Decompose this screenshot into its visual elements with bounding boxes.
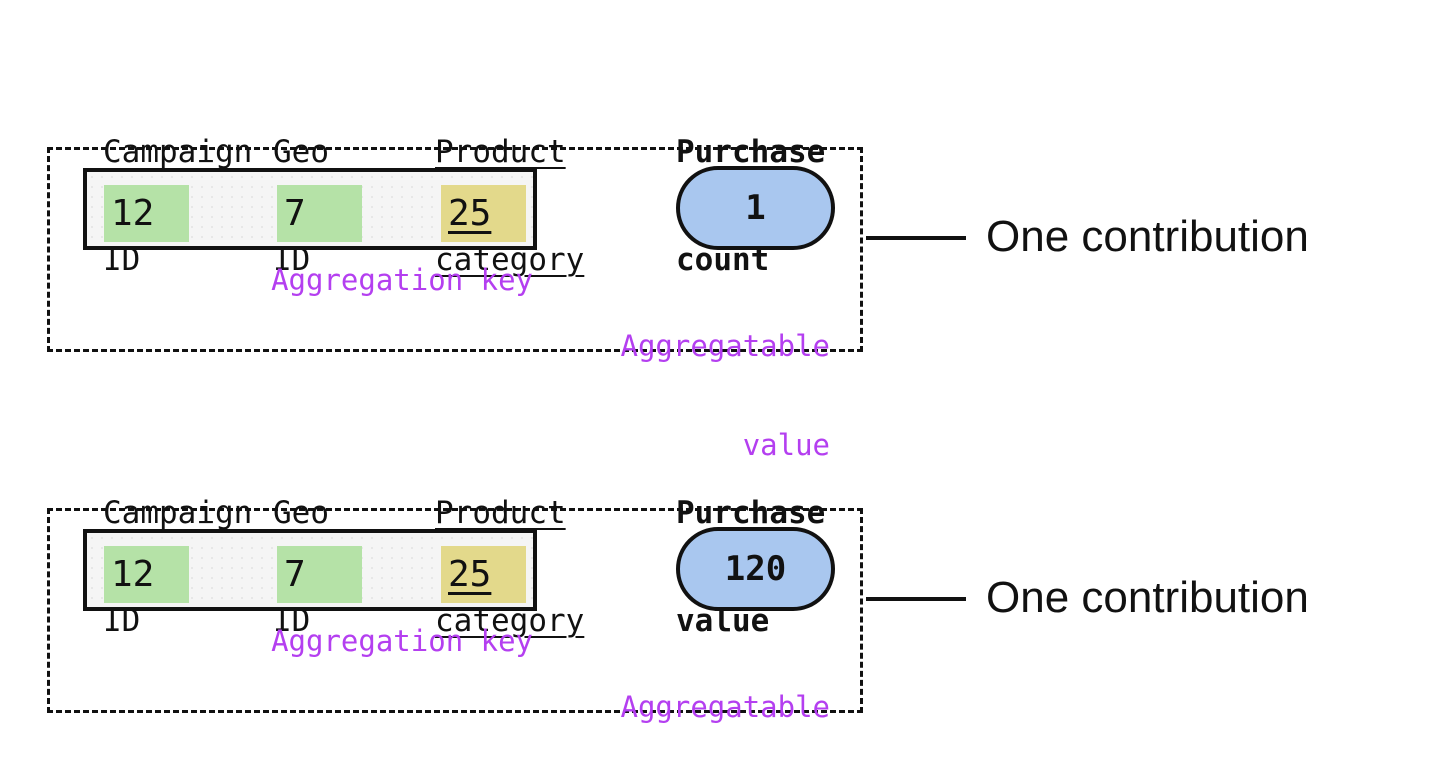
callout-connector-line: [866, 597, 966, 601]
aggregation-key-label: Aggregation key: [271, 263, 533, 297]
aggregatable-value-label: Aggregatable value: [616, 264, 830, 528]
header-line: Product: [435, 134, 566, 170]
header-line: Campaign: [103, 495, 253, 531]
key-cell-value: 25: [448, 554, 492, 595]
aggregation-key-row: 12 7 25: [83, 168, 537, 250]
header-line: Purchase: [676, 134, 826, 170]
aggregatable-value-pill: 1: [676, 166, 835, 250]
key-cell-value: 12: [111, 193, 155, 234]
contribution-section-purchase-count: Campaign ID Geo ID Product category Purc…: [0, 0, 1442, 462]
label-line: Aggregatable: [620, 329, 830, 363]
aggregatable-value-label: Aggregatable value: [616, 625, 830, 760]
key-cell-value: 7: [284, 554, 306, 595]
column-header-geo-id: Geo ID: [273, 423, 385, 711]
key-cell-campaign-id: 12: [104, 185, 189, 242]
header-line: Purchase: [676, 495, 826, 531]
aggregation-key-label: Aggregation key: [271, 624, 533, 658]
contribution-boundary: [47, 147, 863, 352]
aggregatable-value: 1: [745, 188, 766, 228]
key-cell-campaign-id: 12: [104, 546, 189, 603]
contribution-boundary: [47, 508, 863, 713]
key-cell-value: 7: [284, 193, 306, 234]
callout-one-contribution: One contribution: [986, 573, 1309, 622]
key-cell-product-category: 25: [441, 185, 526, 242]
key-cell-product-category: 25: [441, 546, 526, 603]
key-cell-value: 25: [448, 193, 492, 234]
key-cell-geo-id: 7: [277, 546, 362, 603]
label-line: Aggregatable: [620, 690, 830, 724]
callout-one-contribution: One contribution: [986, 212, 1309, 261]
aggregatable-value-pill: 120: [676, 527, 835, 611]
header-line: Geo: [273, 134, 329, 170]
aggregation-key-row: 12 7 25: [83, 529, 537, 611]
key-cell-value: 12: [111, 554, 155, 595]
header-line: Geo: [273, 495, 329, 531]
aggregatable-value: 120: [724, 549, 787, 589]
callout-connector-line: [866, 236, 966, 240]
label-line: value: [742, 428, 830, 462]
contribution-section-purchase-value: Campaign ID Geo ID Product category Purc…: [0, 361, 1442, 724]
header-line: Product: [435, 495, 566, 531]
header-line: Campaign: [103, 134, 253, 170]
key-cell-geo-id: 7: [277, 185, 362, 242]
